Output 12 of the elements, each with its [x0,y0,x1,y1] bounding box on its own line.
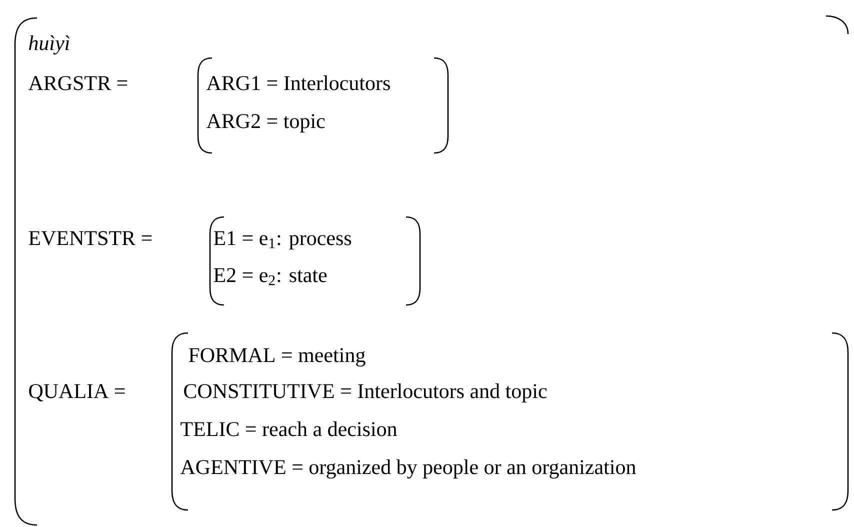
headword: huìyì [28,35,70,55]
feature-label: TELIC = reach a decision [180,421,397,436]
feature-label: CONSTITUTIVE = Interlocutors and topic [184,383,547,402]
feature-label: ARGSTR = [28,76,128,90]
feature-label: FORMAL = meeting [188,348,366,367]
feature-label: E2 = e$_{2}$: state [214,268,327,286]
feature-label: E1 = e$_{1}$: process [214,231,352,250]
feature-label: EVENTSTR = [28,231,152,246]
feature-label: AGENTIVE = organized by people or an organization [180,459,636,479]
feature-label: QUALIA = [29,384,125,402]
feature-label: ARG2 = topic [206,114,325,132]
feature-label: ARG1 = Interlocutors [206,75,390,90]
